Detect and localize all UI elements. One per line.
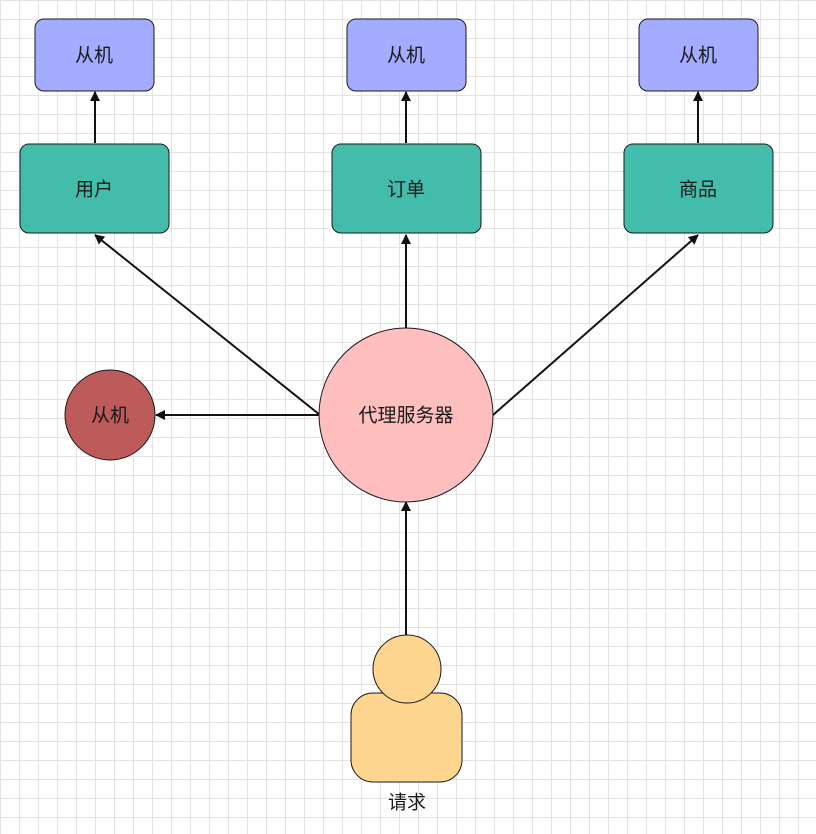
service-node-user-label: 用户 xyxy=(75,179,113,201)
slave-node-goods-label: 从机 xyxy=(679,45,717,67)
edge-proxy-to-user xyxy=(94,234,321,416)
slave-node-user[interactable]: 从机 xyxy=(34,18,155,92)
service-node-goods-label: 商品 xyxy=(679,179,717,201)
slave-node-goods-shape xyxy=(638,18,759,92)
requester-node[interactable]: 请求 xyxy=(350,634,463,814)
service-node-user-shape xyxy=(19,143,170,234)
standalone-slave-node[interactable]: 从机 xyxy=(64,369,156,461)
slave-node-goods[interactable]: 从机 xyxy=(638,18,759,92)
edges xyxy=(90,91,703,636)
user-icon-head xyxy=(372,634,442,704)
service-node-user[interactable]: 用户 xyxy=(19,143,170,234)
user-icon xyxy=(350,634,463,783)
service-node-goods[interactable]: 商品 xyxy=(623,143,774,234)
slave-node-user-shape xyxy=(34,18,155,92)
requester-label: 请求 xyxy=(388,792,426,814)
service-node-order[interactable]: 订单 xyxy=(331,143,482,234)
slave-node-order-shape xyxy=(346,18,467,92)
proxy-server-node-shape xyxy=(318,327,494,503)
service-node-order-label: 订单 xyxy=(387,179,425,201)
user-icon-body xyxy=(350,692,463,783)
service-node-goods-shape xyxy=(623,143,774,234)
slave-node-order-label: 从机 xyxy=(387,45,425,67)
service-node-order-shape xyxy=(331,143,482,234)
proxy-server-node[interactable]: 代理服务器 xyxy=(318,327,494,503)
standalone-slave-node-label: 从机 xyxy=(91,405,129,427)
standalone-slave-node-shape xyxy=(64,369,156,461)
slave-node-order[interactable]: 从机 xyxy=(346,18,467,92)
edge-proxy-to-goods xyxy=(492,234,699,416)
slave-node-user-label: 从机 xyxy=(75,45,113,67)
proxy-server-node-label: 代理服务器 xyxy=(358,405,453,427)
